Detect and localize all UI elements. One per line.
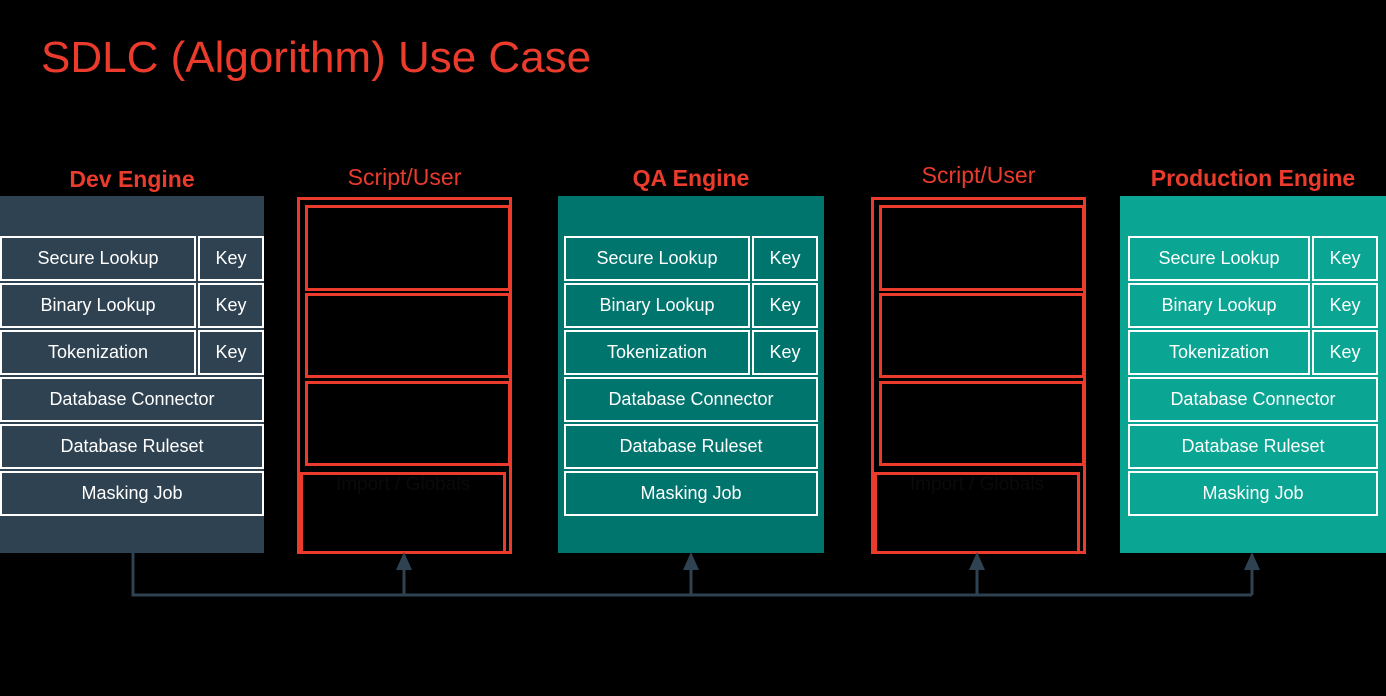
- panel-dev-engine: Secure Lookup Key Binary Lookup Key Toke…: [0, 196, 264, 553]
- table-row[interactable]: Binary Lookup Key: [564, 283, 818, 328]
- table-row[interactable]: Binary Lookup Key: [0, 283, 264, 328]
- row-key: Key: [752, 236, 818, 281]
- script-box[interactable]: [879, 381, 1085, 466]
- script-box[interactable]: [879, 293, 1085, 378]
- row-key: Key: [198, 330, 264, 375]
- table-row[interactable]: Tokenization Key: [564, 330, 818, 375]
- table-row[interactable]: Masking Job: [1128, 471, 1378, 516]
- column-heading-production-engine: Production Engine: [1150, 165, 1356, 191]
- row-label: Binary Lookup: [1128, 283, 1310, 328]
- script-hidden-label: Import / Globals: [335, 474, 471, 495]
- row-key: Key: [198, 283, 264, 328]
- table-row[interactable]: Binary Lookup Key: [1128, 283, 1378, 328]
- row-key: Key: [198, 236, 264, 281]
- row-label: Database Ruleset: [564, 424, 818, 469]
- arrowhead-icon: [396, 552, 412, 570]
- table-row[interactable]: Secure Lookup Key: [1128, 236, 1378, 281]
- row-label: Tokenization: [1128, 330, 1310, 375]
- page-title: SDLC (Algorithm) Use Case: [41, 33, 592, 82]
- row-label: Tokenization: [564, 330, 750, 375]
- column-heading-dev-engine: Dev Engine: [69, 166, 195, 192]
- row-key: Key: [752, 283, 818, 328]
- production-engine-rows: Secure Lookup Key Binary Lookup Key Toke…: [1128, 236, 1378, 518]
- table-row[interactable]: Masking Job: [564, 471, 818, 516]
- arrowhead-icon: [969, 552, 985, 570]
- table-row[interactable]: Database Connector: [1128, 377, 1378, 422]
- column-heading-qa-engine: QA Engine: [632, 165, 750, 191]
- panel-production-engine: Secure Lookup Key Binary Lookup Key Toke…: [1120, 196, 1386, 553]
- row-label: Secure Lookup: [564, 236, 750, 281]
- script-box[interactable]: [305, 293, 511, 378]
- panel-qa-engine: Secure Lookup Key Binary Lookup Key Toke…: [558, 196, 824, 553]
- script-box[interactable]: [879, 205, 1085, 291]
- row-label: Database Connector: [1128, 377, 1378, 422]
- table-row[interactable]: Secure Lookup Key: [564, 236, 818, 281]
- qa-engine-rows: Secure Lookup Key Binary Lookup Key Toke…: [564, 236, 818, 518]
- row-key: Key: [752, 330, 818, 375]
- table-row[interactable]: Database Connector: [564, 377, 818, 422]
- row-label: Database Ruleset: [0, 424, 264, 469]
- script-box[interactable]: [305, 205, 511, 291]
- row-key: Key: [1312, 330, 1378, 375]
- arrowhead-icon: [683, 552, 699, 570]
- row-label: Masking Job: [1128, 471, 1378, 516]
- column-heading-script-user-1: Script/User: [347, 164, 462, 190]
- table-row[interactable]: Database Ruleset: [1128, 424, 1378, 469]
- row-label: Masking Job: [564, 471, 818, 516]
- row-label: Secure Lookup: [0, 236, 196, 281]
- script-box[interactable]: [305, 381, 511, 466]
- dev-engine-rows: Secure Lookup Key Binary Lookup Key Toke…: [0, 236, 264, 518]
- row-label: Database Connector: [564, 377, 818, 422]
- table-row[interactable]: Tokenization Key: [1128, 330, 1378, 375]
- row-label: Masking Job: [0, 471, 264, 516]
- table-row[interactable]: Database Ruleset: [564, 424, 818, 469]
- row-label: Database Ruleset: [1128, 424, 1378, 469]
- connector-trunk: [131, 553, 1252, 597]
- script-hidden-label: Import / Globals: [909, 474, 1045, 495]
- table-row[interactable]: Database Connector: [0, 377, 264, 422]
- row-key: Key: [1312, 236, 1378, 281]
- row-label: Binary Lookup: [564, 283, 750, 328]
- arrowhead-icon: [1244, 552, 1260, 570]
- column-heading-script-user-2: Script/User: [921, 162, 1036, 188]
- table-row[interactable]: Tokenization Key: [0, 330, 264, 375]
- table-row[interactable]: Secure Lookup Key: [0, 236, 264, 281]
- table-row[interactable]: Database Ruleset: [0, 424, 264, 469]
- row-label: Binary Lookup: [0, 283, 196, 328]
- row-key: Key: [1312, 283, 1378, 328]
- row-label: Database Connector: [0, 377, 264, 422]
- panel-script-user-1: Import / Globals: [297, 197, 512, 554]
- row-label: Tokenization: [0, 330, 196, 375]
- row-label: Secure Lookup: [1128, 236, 1310, 281]
- table-row[interactable]: Masking Job: [0, 471, 264, 516]
- panel-script-user-2: Import / Globals: [871, 197, 1086, 554]
